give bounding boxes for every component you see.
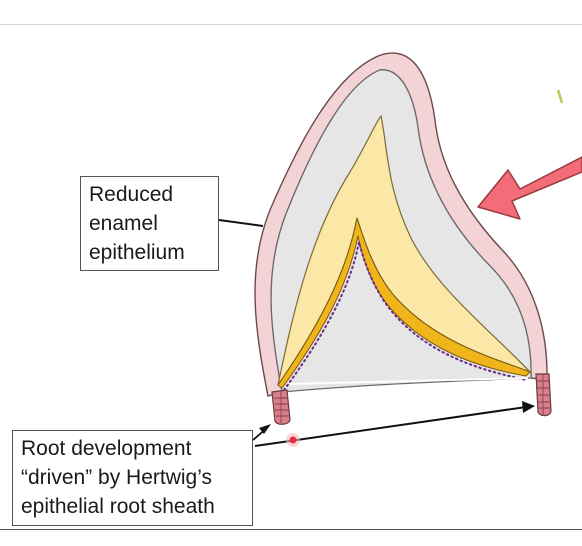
predentin-layer	[277, 217, 531, 389]
root-label-line-3: epithelial root sheath	[21, 495, 215, 518]
partial-mark-icon	[556, 89, 564, 104]
root-label-line-1: Root development	[21, 437, 192, 460]
ree-leader-line	[218, 219, 264, 227]
right-sheath-pointer-arrow	[254, 401, 535, 447]
top-divider	[0, 24, 582, 25]
bottom-divider	[0, 529, 582, 530]
ree-label-line-2: enamel	[89, 212, 158, 235]
crown-base-line	[289, 377, 529, 385]
root-development-label: Root development “driven” by Hertwig’s e…	[12, 430, 253, 526]
reduced-enamel-epithelium-label: Reduced enamel epithelium	[80, 176, 219, 271]
left-root-sheath	[271, 389, 291, 425]
odontoblast-layer	[283, 241, 527, 391]
left-sheath-pointer-arrow	[252, 424, 271, 441]
right-root-sheath	[535, 373, 552, 417]
ree-label-line-3: epithelium	[89, 241, 185, 264]
pink-arrow-icon	[477, 156, 582, 220]
red-dot-icon	[286, 433, 300, 447]
root-label-line-2: “driven” by Hertwig’s	[21, 466, 212, 489]
ree-label-line-1: Reduced	[89, 183, 174, 206]
